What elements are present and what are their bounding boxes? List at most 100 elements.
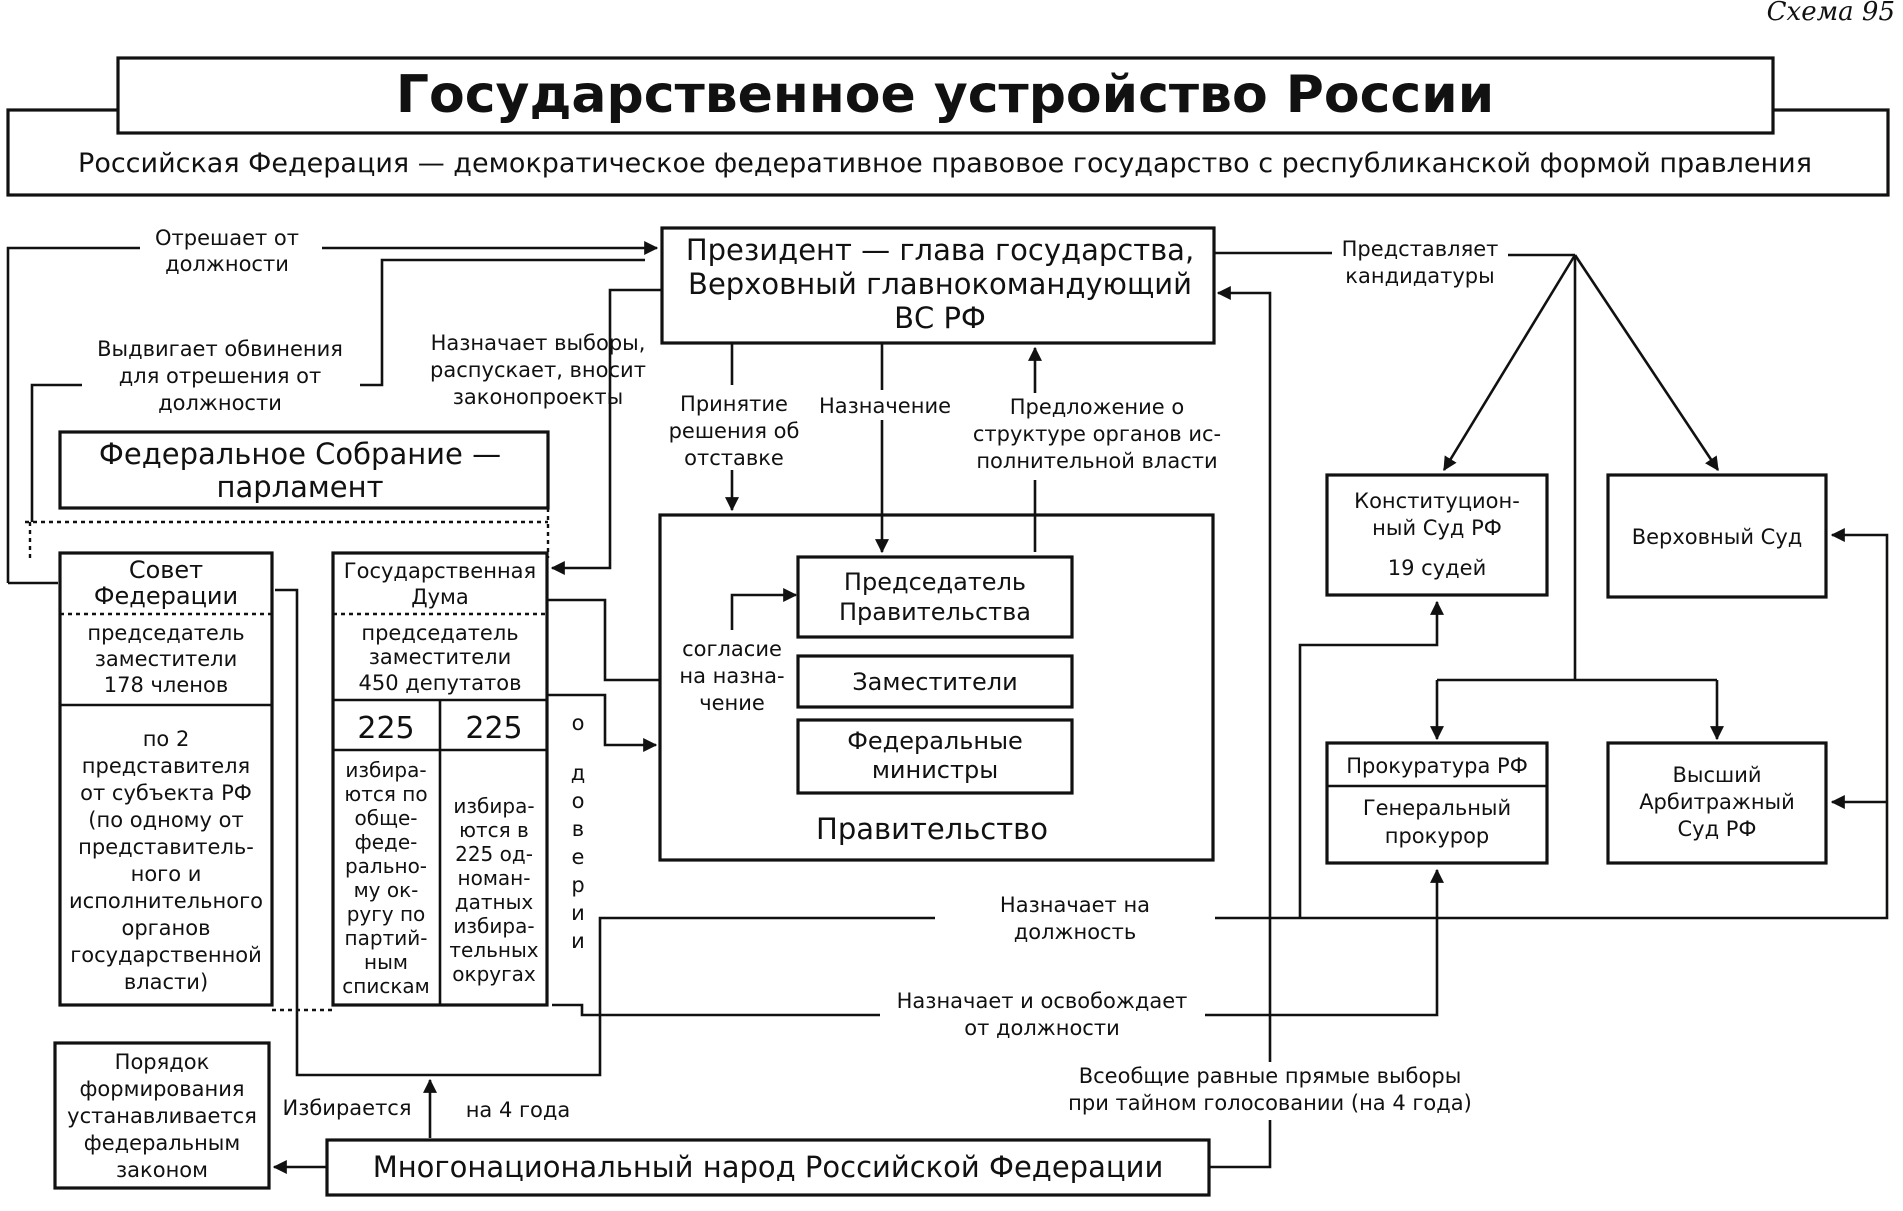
page-title: Государственное устройство России xyxy=(396,65,1494,125)
sovfed-composition-line: представителя xyxy=(82,754,250,778)
label-line: от должности xyxy=(964,1016,1119,1040)
label-calls-elections: Назначает выборы, распускает, вносит зак… xyxy=(430,331,646,409)
label-line: Отрешает от xyxy=(155,226,299,250)
arrow-appoints-releases xyxy=(552,870,1437,1017)
label-letter: в xyxy=(572,817,584,841)
ministers-box xyxy=(796,718,1074,795)
arrow-calls-elections xyxy=(550,288,662,575)
duma-right-line: номан- xyxy=(458,866,531,890)
formation-line: формирования xyxy=(79,1077,244,1101)
constitutional-court-box xyxy=(1325,473,1549,597)
label-letter: и xyxy=(571,901,585,925)
president-line: ВС РФ xyxy=(894,301,986,335)
label-letter: и xyxy=(571,929,585,953)
sovfed-member: заместители xyxy=(95,647,237,671)
label-four-years: на 4 года xyxy=(466,1098,571,1122)
duma-title: Государственная xyxy=(344,559,536,583)
label-line: кандидатуры xyxy=(1345,264,1494,288)
formation-line: федеральным xyxy=(84,1131,240,1155)
sovfed-composition-line: по 2 xyxy=(143,727,190,751)
label-line: законопроекты xyxy=(453,385,623,409)
arrow-no-confidence xyxy=(548,693,658,752)
arrow-appoints-post-constitutional xyxy=(1298,600,1444,918)
sovfed-composition: по 2 представителя от субъекта РФ (по од… xyxy=(69,727,263,994)
chairman-line: Правительства xyxy=(839,598,1031,626)
line-duma-consent xyxy=(548,598,660,682)
label-appointment: Назначение xyxy=(819,394,951,418)
constitutional-line: Конституцион- xyxy=(1354,489,1520,513)
label-elected: Избирается xyxy=(282,1096,411,1120)
president-text: Президент — глава государства, Верховный… xyxy=(686,233,1194,335)
sovfed-composition-line: (по одному от xyxy=(88,808,243,832)
duma-left-line: рально- xyxy=(345,854,427,878)
label-line: должность xyxy=(1014,920,1136,944)
sovfed-composition-line: представитель- xyxy=(78,835,254,859)
assembly-dotted-link xyxy=(25,508,550,558)
label-appoints-post: Назначает на должность xyxy=(1000,893,1150,944)
label-line: решения об xyxy=(669,419,800,443)
label-line: отставке xyxy=(684,446,784,470)
duma-right-line: тельных xyxy=(449,938,538,962)
arrow-removes-from-office xyxy=(6,248,657,585)
line-presents xyxy=(1214,251,1575,257)
duma-left-line: феде- xyxy=(355,830,418,854)
arbitration-line: Арбитражный xyxy=(1639,790,1795,814)
title-box xyxy=(116,56,1775,135)
federation-council-box xyxy=(58,551,274,1007)
label-line: Представляет xyxy=(1342,237,1499,261)
sovfed-member: 178 членов xyxy=(104,673,228,697)
arbitration-line: Высший xyxy=(1672,763,1761,787)
deputies-label: Заместители xyxy=(852,668,1017,696)
federal-assembly-line: парламент xyxy=(216,470,383,504)
sovfed-composition-line: ного и xyxy=(131,862,202,886)
prosecutor-line: Генеральный xyxy=(1363,796,1511,820)
constitutional-line: ный Суд РФ xyxy=(1372,516,1502,540)
people-label: Многонациональный народ Российской Федер… xyxy=(373,1150,1164,1184)
label-presents: Представляет кандидатуры xyxy=(1342,237,1499,288)
sovfed-member: председатель xyxy=(87,621,244,645)
label-line: Принятие xyxy=(680,392,788,416)
duma-right-line: ются в xyxy=(459,818,529,842)
label-line: чение xyxy=(699,691,765,715)
prosecutor-line: Прокуратура РФ xyxy=(1346,754,1528,778)
duma-seats-district: 225 xyxy=(465,711,522,746)
duma-right-line: избира- xyxy=(453,914,534,938)
arrow-general-elections xyxy=(1209,293,1272,1169)
arrow-consent xyxy=(730,588,798,630)
label-letter: о xyxy=(572,789,585,813)
label-line: для отрешения от xyxy=(119,364,321,388)
label-line: должности xyxy=(158,391,282,415)
duma-left-line: обще- xyxy=(355,806,418,830)
duma-right-line: датных xyxy=(455,890,534,914)
duma-member: заместители xyxy=(369,645,511,669)
label-letter: р xyxy=(571,873,584,897)
label-line: Предложение о xyxy=(1010,395,1185,419)
federal-assembly-line: Федеральное Собрание — xyxy=(99,437,501,471)
duma-title: Дума xyxy=(411,585,469,609)
label-no-confidence: о д о в е р и и xyxy=(571,711,586,953)
label-letter: е xyxy=(572,845,585,869)
arrow-accuses xyxy=(30,258,645,522)
ministers-line: Федеральные xyxy=(847,727,1023,755)
duma-seats-party: 225 xyxy=(357,711,414,746)
label-line: полнительной власти xyxy=(976,449,1217,473)
label-accuses: Выдвигает обвинения для отрешения от дол… xyxy=(97,337,343,415)
arrow-to-prosecutor xyxy=(1437,678,1717,739)
duma-left-line: спискам xyxy=(342,974,430,998)
duma-districts: избира- ются в 225 од- номан- датных изб… xyxy=(449,794,538,986)
duma-left-line: партий- xyxy=(345,926,428,950)
formation-line: законом xyxy=(116,1158,208,1182)
label-consent: согласие на назна- чение xyxy=(679,637,784,715)
federal-assembly-box xyxy=(58,430,550,510)
duma-right-line: округах xyxy=(452,962,536,986)
label-line: Выдвигает обвинения xyxy=(97,337,343,361)
duma-left-line: ным xyxy=(364,950,408,974)
arbitration-court-box xyxy=(1606,741,1828,865)
formation-box xyxy=(53,1041,271,1190)
president-line: Верховный главнокомандующий xyxy=(688,267,1192,301)
label-appoints-releases: Назначает и освобождает от должности xyxy=(897,989,1188,1040)
label-letter: д xyxy=(571,761,586,785)
label-line: Назначает на xyxy=(1000,893,1150,917)
duma-left-line: ются по xyxy=(344,782,427,806)
